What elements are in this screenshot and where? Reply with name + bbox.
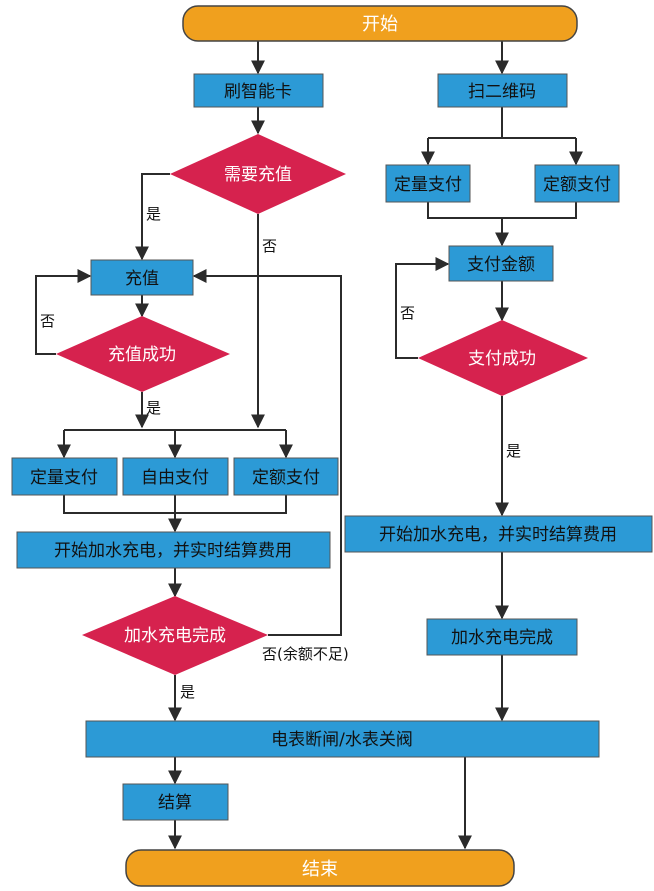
end-label: 结束 [302,859,338,880]
process-fixed-amt-left: 定额支付 [233,457,339,496]
process-fixed-qty-left: 定量支付 [11,457,118,496]
terminal-start: 开始 [182,5,578,42]
process-fixed-qty-right: 定量支付 [385,164,471,203]
charge-done-right-label: 加水充电完成 [451,628,553,648]
pay-success-label: 支付成功 [468,349,536,369]
edge-success-no-loop [35,269,92,355]
connectors [35,41,583,850]
decision-need-recharge: 需要充值 [170,134,346,214]
start-label: 开始 [362,14,398,35]
edge-scan-split [428,107,576,139]
swipe-card-label: 刷智能卡 [224,82,292,102]
settle-label: 结算 [158,793,192,813]
fixed-qty-left-label: 定量支付 [30,468,98,488]
label-no-recharge: 否 [40,312,55,330]
label-no-need: 否 [262,237,277,255]
label-yes-pay: 是 [506,442,521,460]
process-fixed-amt-right: 定额支付 [534,164,620,203]
recharge-success-label: 充值成功 [108,345,176,365]
edge-labels: 是 否 否 是 否 是 否(余额不足) 是 [40,205,521,701]
scan-qr-label: 扫二维码 [468,82,536,102]
pay-amount-label: 支付金额 [467,255,535,275]
process-settle: 结算 [122,783,229,821]
label-no-pay: 否 [400,304,415,322]
decision-recharge-success: 充值成功 [56,316,230,392]
process-pay-amount: 支付金额 [448,245,554,282]
process-scan-qr: 扫二维码 [437,73,568,108]
decision-charge-done: 加水充电完成 [82,596,268,675]
label-yes-recharge: 是 [146,399,161,417]
fixed-qty-right-label: 定量支付 [394,175,462,195]
process-free-pay: 自由支付 [122,457,229,496]
free-pay-label: 自由支付 [141,468,209,488]
charge-done-label: 加水充电完成 [124,626,226,646]
process-start-charge-right: 开始加水充电，并实时结算费用 [344,515,653,553]
edge-pay-no-loop [395,257,450,359]
need-recharge-label: 需要充值 [224,165,292,185]
process-charge-done-right: 加水充电完成 [426,618,578,656]
edge-done-no-loop [192,269,342,636]
fixed-amt-right-label: 定额支付 [543,175,611,195]
edge-right-merge [427,202,577,219]
label-yes-need: 是 [146,205,161,223]
process-swipe-card: 刷智能卡 [193,73,324,108]
process-recharge: 充值 [90,259,194,296]
start-charge-right-label: 开始加水充电，并实时结算费用 [379,525,617,545]
fixed-amt-left-label: 定额支付 [252,468,320,488]
edge-need-yes-recharge [135,173,170,261]
start-charge-left-label: 开始加水充电，并实时结算费用 [54,541,292,561]
meter-cutoff-label: 电表断闸/水表关阀 [271,730,413,750]
label-yes-done: 是 [180,683,195,701]
label-no-balance: 否(余额不足) [262,645,349,663]
terminal-end: 结束 [125,849,515,887]
decision-pay-success: 支付成功 [418,320,588,396]
recharge-label: 充值 [125,269,159,289]
process-start-charge-left: 开始加水充电，并实时结算费用 [16,531,331,569]
process-meter-cutoff: 电表断闸/水表关阀 [85,720,600,758]
